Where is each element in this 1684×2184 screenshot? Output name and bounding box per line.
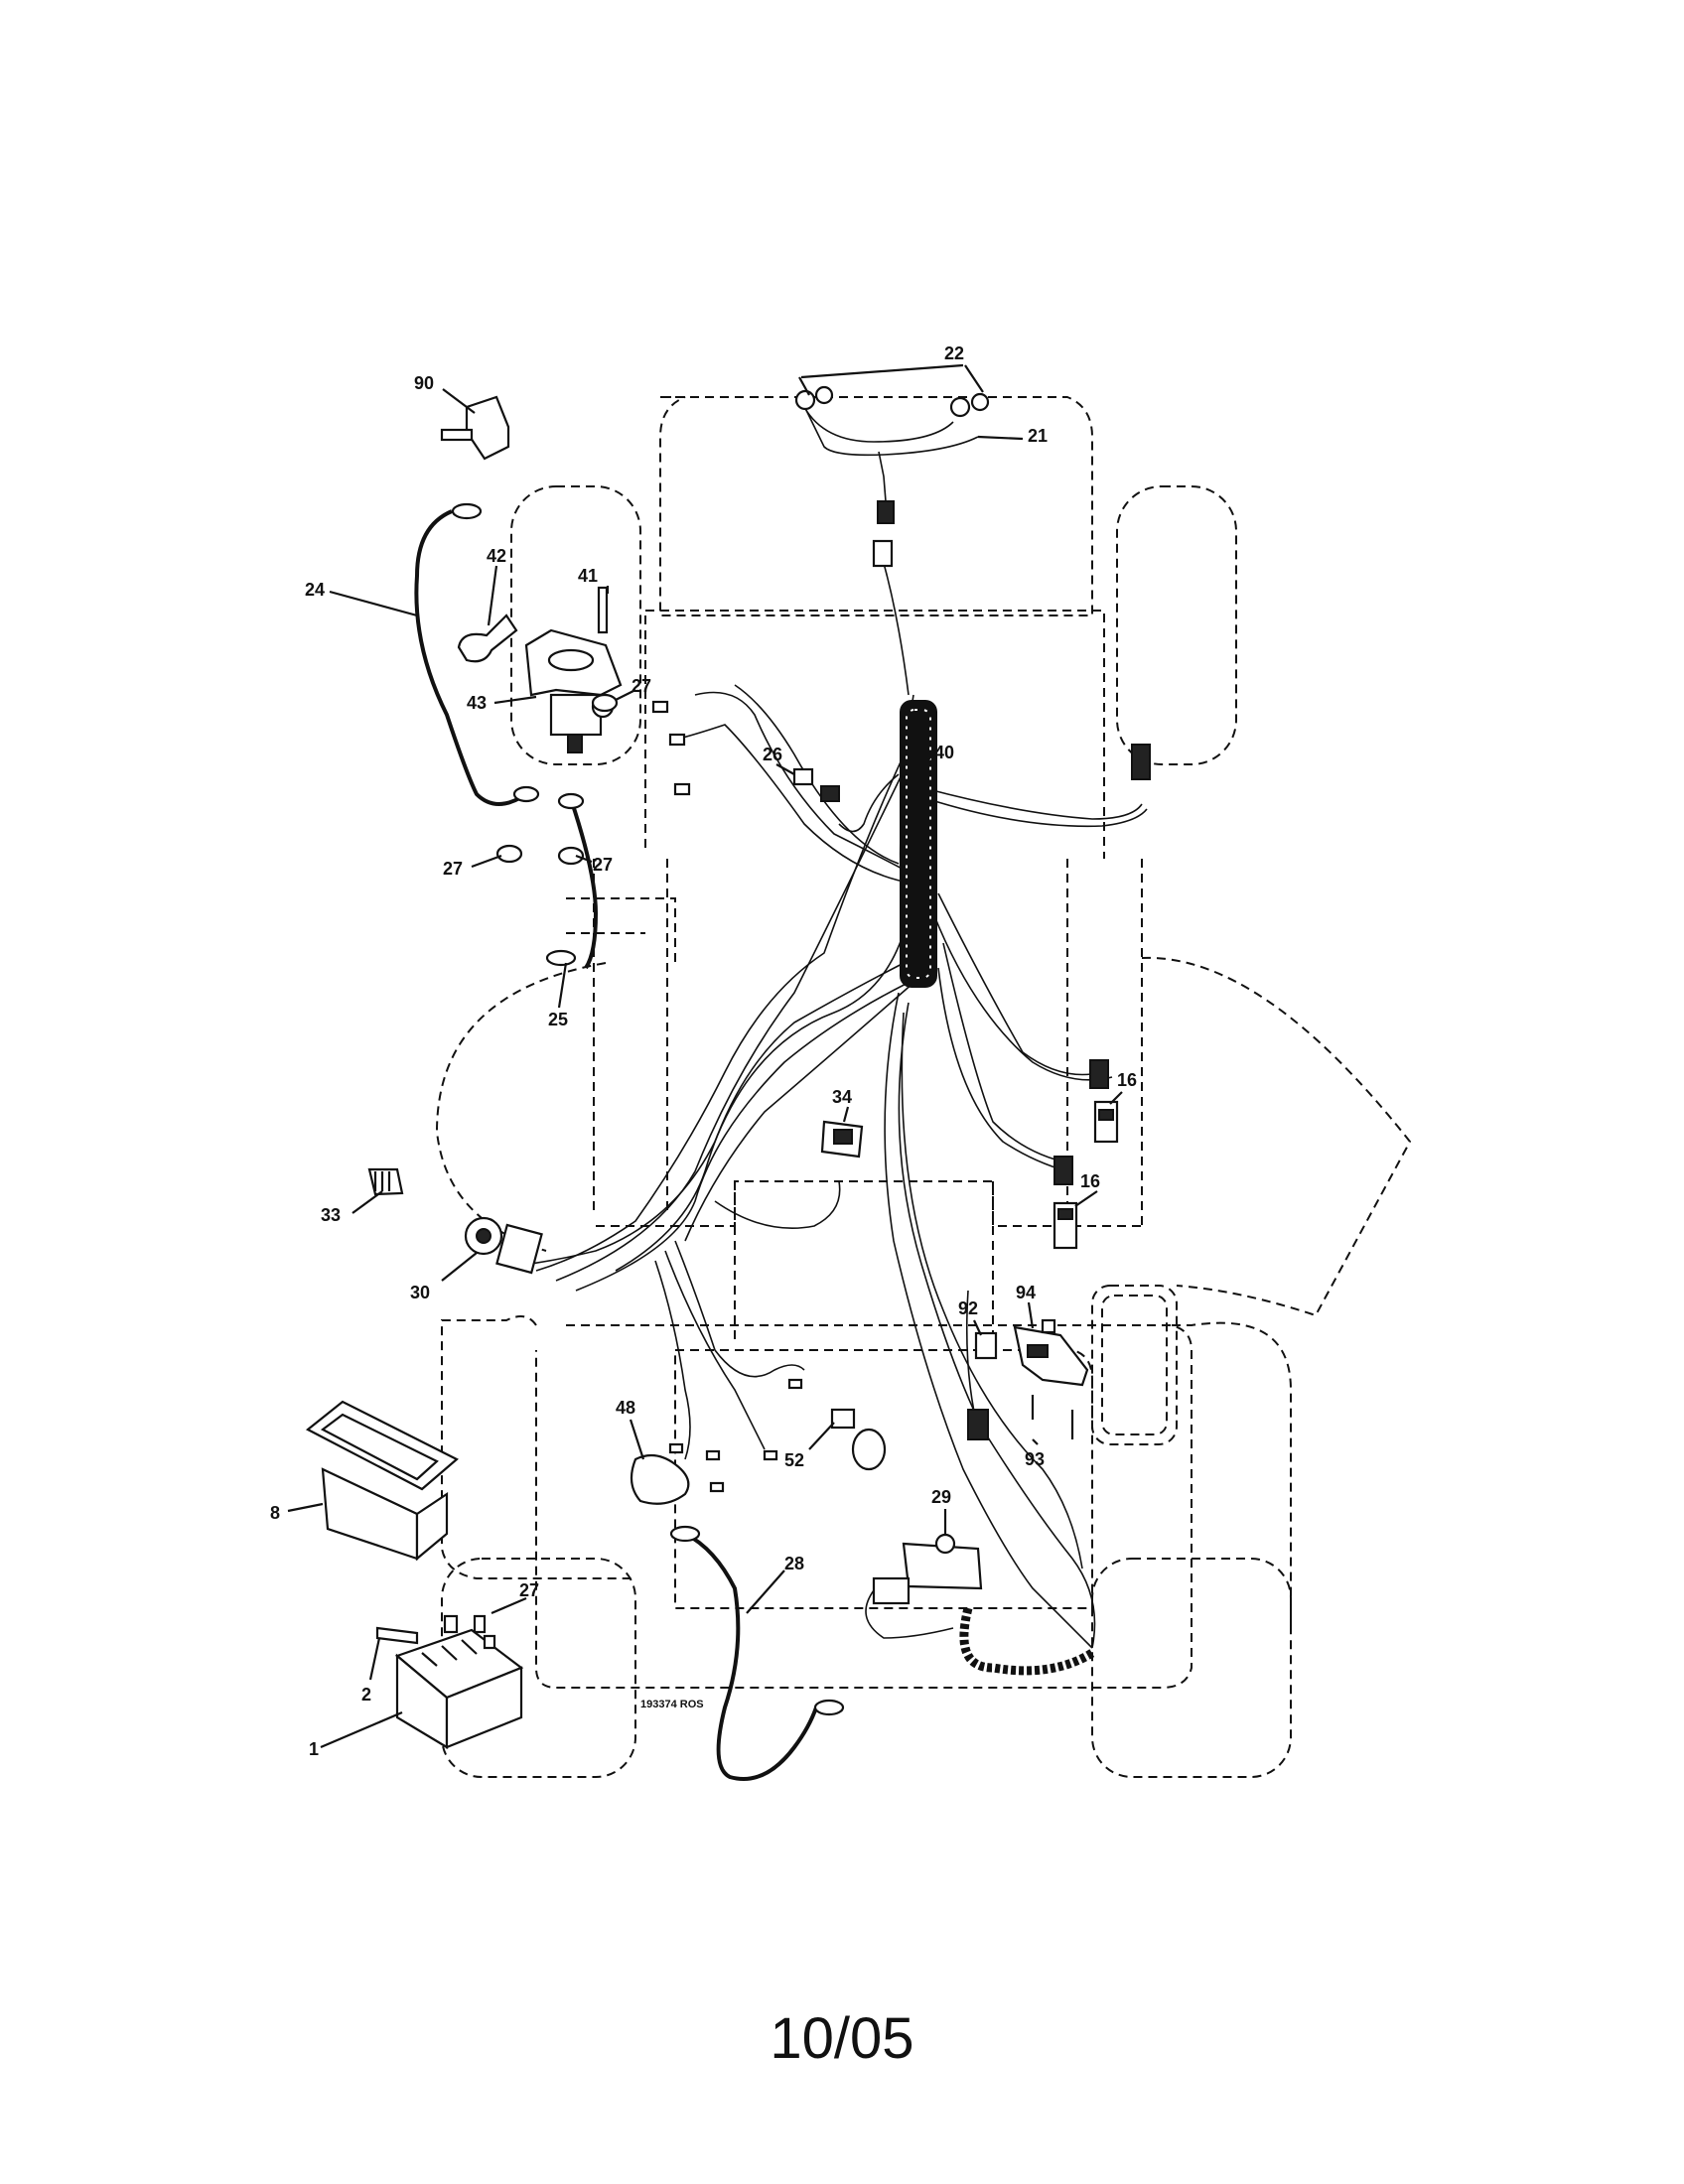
ring-terminal bbox=[557, 792, 585, 810]
callout-40: 40 bbox=[934, 743, 954, 762]
callout-22: 22 bbox=[944, 343, 964, 363]
part-52 bbox=[830, 1408, 887, 1471]
part-27-nut bbox=[495, 844, 523, 864]
callout-29: 29 bbox=[931, 1487, 951, 1507]
part-28-terminal bbox=[813, 1699, 845, 1716]
terminal bbox=[651, 700, 669, 714]
callout-27: 27 bbox=[632, 676, 651, 696]
callout-16: 16 bbox=[1117, 1070, 1137, 1090]
connector bbox=[1053, 1156, 1073, 1185]
part-34-switch bbox=[820, 1120, 864, 1159]
terminal bbox=[668, 1442, 684, 1454]
callout-26: 26 bbox=[763, 745, 782, 764]
part-90 bbox=[440, 395, 510, 461]
part-16-switch bbox=[1093, 1100, 1119, 1144]
terminal bbox=[668, 733, 686, 747]
callout-27: 27 bbox=[593, 855, 613, 875]
terminal bbox=[763, 1449, 778, 1461]
part-25-terminal bbox=[545, 949, 577, 967]
callout-93: 93 bbox=[1025, 1449, 1045, 1469]
callout-16: 16 bbox=[1080, 1171, 1100, 1191]
part-33 bbox=[367, 1167, 404, 1196]
date-code: 10/05 bbox=[770, 2006, 914, 2071]
callout-34: 34 bbox=[832, 1087, 852, 1107]
part-29 bbox=[865, 1533, 983, 1639]
part-1-battery bbox=[394, 1628, 524, 1749]
part-26-fuse bbox=[792, 767, 840, 802]
terminal bbox=[673, 782, 691, 796]
terminal bbox=[709, 1481, 725, 1493]
part-2-bolt bbox=[375, 1626, 419, 1645]
connector bbox=[967, 1409, 989, 1440]
connector bbox=[1089, 1059, 1109, 1089]
part-43-solenoid bbox=[524, 628, 623, 753]
part-27-nut bbox=[591, 693, 619, 713]
part-92 bbox=[974, 1331, 998, 1360]
part-27-nut bbox=[443, 1614, 459, 1634]
callout-27: 27 bbox=[519, 1580, 539, 1600]
ring-terminal bbox=[512, 785, 540, 803]
part-24-terminal bbox=[451, 502, 483, 520]
part-22-bulbs bbox=[794, 385, 990, 418]
callout-28: 28 bbox=[784, 1554, 804, 1573]
callout-8: 8 bbox=[270, 1503, 280, 1523]
terminal bbox=[787, 1378, 803, 1390]
callout-94: 94 bbox=[1016, 1283, 1036, 1302]
callout-25: 25 bbox=[548, 1010, 568, 1029]
callout-1: 1 bbox=[309, 1739, 319, 1759]
terminal bbox=[705, 1449, 721, 1461]
part-30-ignition-switch bbox=[464, 1216, 543, 1275]
callout-92: 92 bbox=[958, 1298, 978, 1318]
leader-lines bbox=[287, 363, 1123, 1749]
part-41 bbox=[597, 586, 609, 634]
part-27-nut bbox=[473, 1614, 487, 1634]
drawing-number: 193374 ROS bbox=[640, 1699, 704, 1710]
callout-2: 2 bbox=[361, 1685, 371, 1705]
part-48 bbox=[630, 1453, 690, 1505]
part-93-screws bbox=[1031, 1395, 1074, 1439]
connector bbox=[1131, 744, 1151, 780]
part-94 bbox=[1013, 1318, 1089, 1387]
callout-42: 42 bbox=[487, 546, 506, 566]
part-8-battery-tray bbox=[305, 1400, 459, 1562]
callout-90: 90 bbox=[414, 373, 434, 393]
callout-48: 48 bbox=[616, 1398, 635, 1418]
callout-52: 52 bbox=[784, 1450, 804, 1470]
connector bbox=[872, 539, 894, 568]
part-16-switch bbox=[1052, 1201, 1078, 1250]
callout-27: 27 bbox=[443, 859, 463, 879]
callout-24: 24 bbox=[305, 580, 325, 600]
tractor-outline bbox=[435, 396, 1412, 1778]
callout-33: 33 bbox=[321, 1205, 341, 1225]
callout-21: 21 bbox=[1028, 426, 1048, 446]
callout-30: 30 bbox=[410, 1283, 430, 1302]
callout-41: 41 bbox=[578, 566, 598, 586]
part-42 bbox=[457, 614, 518, 663]
connector bbox=[877, 500, 895, 524]
wire-loom bbox=[900, 700, 1095, 1676]
callout-43: 43 bbox=[467, 693, 487, 713]
callout-labels: 90 22 21 24 42 41 43 27 27 27 25 26 40 1… bbox=[270, 343, 1137, 1759]
components bbox=[305, 385, 1151, 1749]
part-27-nut bbox=[557, 846, 585, 866]
part-28-terminal bbox=[669, 1525, 701, 1543]
